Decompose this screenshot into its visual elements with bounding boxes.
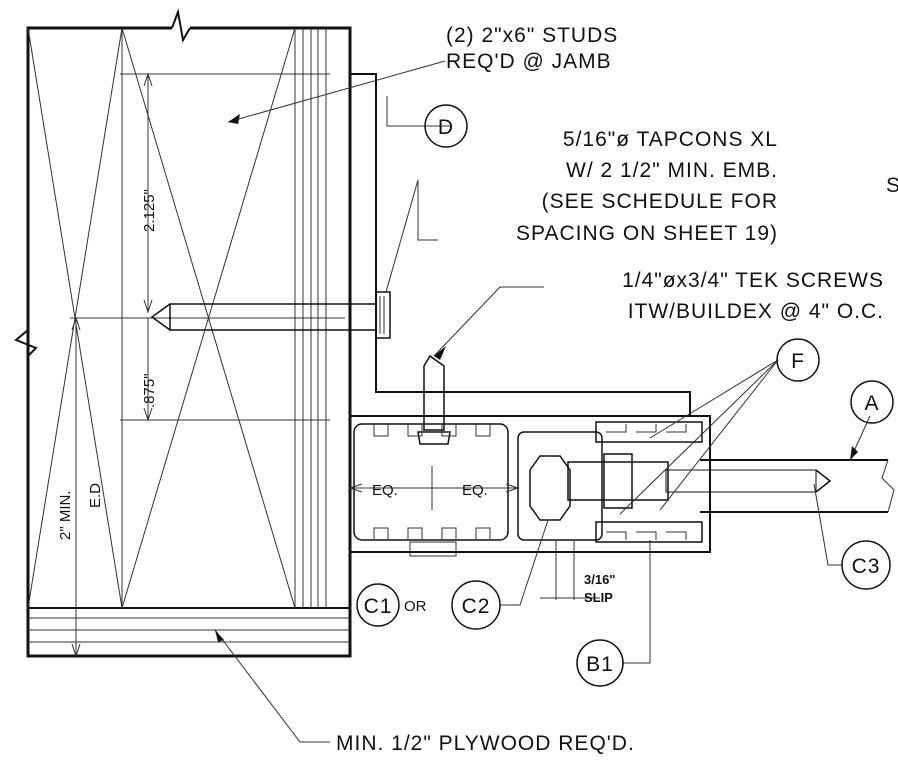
callout-c1-text: C1: [364, 595, 393, 618]
callout-a-text: A: [864, 392, 879, 415]
frame-extrusion: [349, 415, 895, 557]
tapcons-line-1: 5/16"ø TAPCONS XL: [563, 128, 778, 151]
callout-f-text: F: [791, 350, 805, 373]
or-text: OR: [404, 598, 427, 615]
tapcons-line-3: (SEE SCHEDULE FOR: [542, 190, 778, 213]
slip-dimension: 3/16" SLIP: [540, 540, 615, 605]
machine-screw: [529, 453, 832, 521]
tek-screw: [417, 354, 451, 445]
callout-b1-text: B1: [586, 653, 614, 676]
callout-b1: B1: [576, 639, 624, 687]
callout-c2: C2: [451, 580, 501, 630]
tapcons-line-2: W/ 2 1/2" MIN. EMB.: [566, 159, 778, 182]
slip-value-text: 3/16": [584, 572, 615, 587]
callout-a: A: [850, 380, 894, 424]
callout-c3-text: C3: [852, 555, 881, 578]
callout-d-text: D: [438, 116, 454, 139]
callout-c3: C3: [841, 540, 891, 590]
callout-d: D: [424, 104, 468, 148]
dimension-edge-distance: 2" MIN. E.D: [57, 316, 345, 658]
callout-f: F: [776, 338, 820, 382]
dim-2125-text: 2.125": [141, 189, 158, 232]
tek-line-1: 1/4"øx3/4" TEK SCREWS: [622, 269, 884, 292]
dimension-875: .875": [120, 318, 330, 422]
tapcons-line-4: SPACING ON SHEET 19): [516, 222, 778, 245]
tek-note: 1/4"øx3/4" TEK SCREWS ITW/BUILDEX @ 4" O…: [622, 269, 884, 323]
dim-2min-text: 2" MIN.: [57, 491, 74, 541]
eq-dimension: EQ. EQ.: [348, 466, 520, 510]
callout-c2-text: C2: [462, 595, 491, 618]
tapcons-note: 5/16"ø TAPCONS XL W/ 2 1/2" MIN. EMB. (S…: [516, 128, 778, 245]
stud-block: [14, 8, 352, 658]
tapcon-screw: [150, 303, 377, 331]
dim-ed-text: E.D: [87, 483, 104, 508]
studs-line-1: (2) 2"x6" STUDS: [446, 24, 618, 47]
studs-note: (2) 2"x6" STUDS REQ'D @ JAMB: [446, 24, 618, 73]
eq-right-text: EQ.: [462, 482, 488, 499]
callout-c1: C1: [356, 583, 400, 627]
slip-label-text: SLIP: [584, 590, 613, 605]
studs-line-2: REQ'D @ JAMB: [446, 50, 612, 73]
plywood-note: MIN. 1/2" PLYWOOD REQ'D.: [336, 732, 635, 755]
dimension-2125: 2.125": [120, 72, 330, 314]
edge-fragment-text: S: [886, 174, 898, 197]
leader-lines: [214, 60, 871, 743]
tek-line-2: ITW/BUILDEX @ 4" O.C.: [628, 300, 884, 323]
dim-875-text: .875": [141, 373, 158, 408]
eq-left-text: EQ.: [372, 482, 398, 499]
angle-clip: [350, 73, 691, 417]
